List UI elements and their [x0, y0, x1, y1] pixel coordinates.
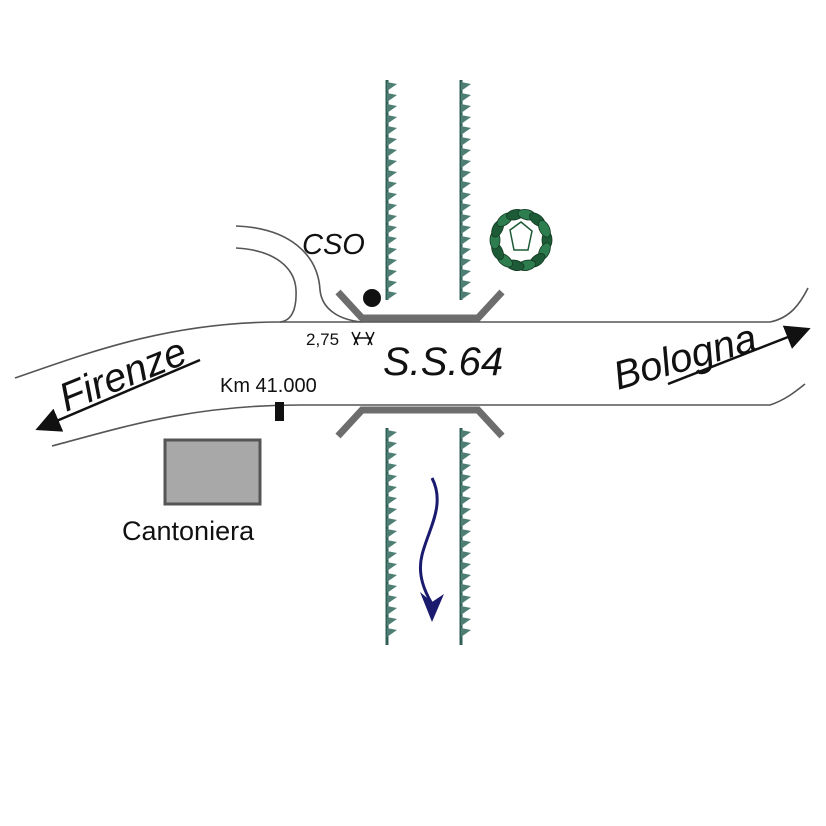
cantoniera-label: Cantoniera	[122, 516, 255, 546]
bridge-parapet-north	[335, 289, 505, 322]
cso-label: CSO	[302, 229, 365, 261]
road-edge-south	[51, 383, 806, 447]
water-flow-arrow	[418, 477, 439, 605]
bank-left-lower-teeth	[387, 430, 397, 637]
bologna-arrow	[667, 325, 811, 386]
cantoniera-building[interactable]	[163, 438, 262, 506]
road-edge-north	[14, 287, 809, 379]
side-road-inner	[235, 247, 297, 323]
side-road-outer	[235, 225, 363, 323]
tree-core	[509, 221, 533, 251]
bank-right-lower-teeth	[461, 430, 471, 637]
firenze-arrow	[35, 358, 201, 432]
water-flow-arrowhead	[420, 592, 444, 622]
cso-marker-icon[interactable]	[363, 289, 381, 307]
tree-leaf	[538, 219, 551, 238]
km-label: Km 41.000	[220, 375, 317, 397]
km-post-icon	[275, 402, 284, 421]
tree-icon	[489, 209, 553, 271]
river-banks	[385, 80, 471, 645]
height-limit-icon	[351, 331, 375, 346]
height-limit-label: 2,75	[306, 330, 339, 349]
bridge-parapet-south	[335, 406, 505, 439]
road-name-label: S.S.64	[383, 340, 503, 384]
